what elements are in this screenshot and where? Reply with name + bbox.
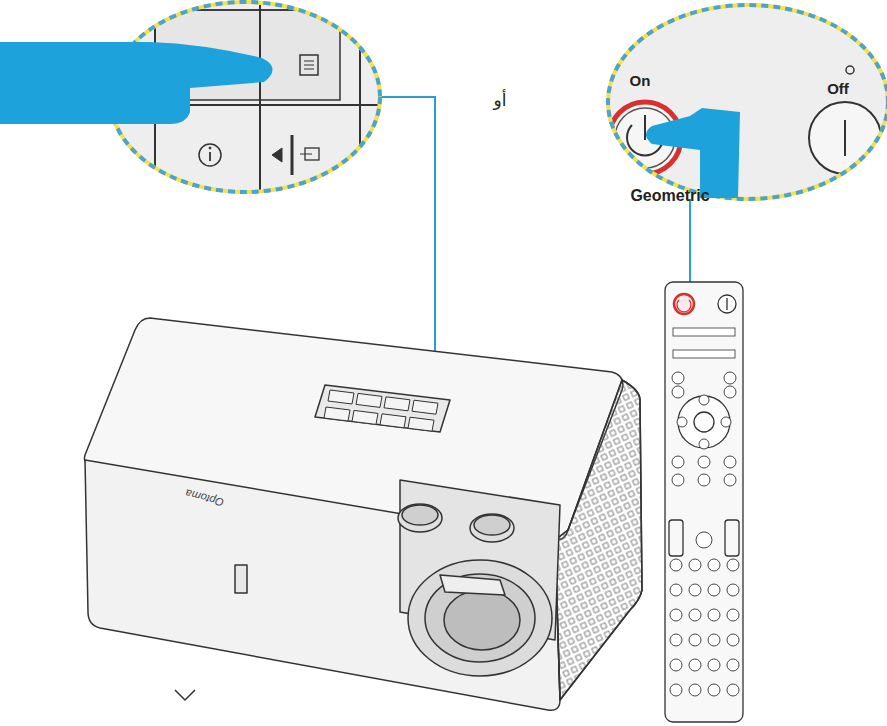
volume-rocker	[725, 520, 739, 556]
remote-button	[689, 584, 701, 596]
remote-button	[708, 634, 720, 646]
remote-button	[670, 684, 682, 696]
key	[408, 417, 434, 431]
remote-button	[698, 456, 710, 468]
key	[356, 393, 382, 407]
remote-button	[689, 559, 701, 571]
remote-button	[727, 559, 739, 571]
remote-button	[724, 386, 736, 398]
remote-button	[698, 474, 710, 486]
remote-zoom	[608, 5, 887, 215]
volume-rocker	[669, 520, 683, 556]
remote-button	[670, 659, 682, 671]
button-label: Geometric	[630, 187, 709, 205]
remote-button	[670, 634, 682, 646]
leader-line	[689, 199, 691, 282]
remote-button	[724, 474, 736, 486]
remote-button	[670, 559, 682, 571]
key	[324, 407, 350, 421]
or-label: أو	[494, 90, 507, 110]
remote-button	[696, 532, 712, 548]
button-label: Off	[827, 80, 849, 97]
remote-control	[665, 282, 743, 722]
keypad-zoom	[0, 2, 380, 195]
key	[412, 400, 438, 414]
remote-button	[672, 372, 684, 384]
remote-button	[689, 609, 701, 621]
remote-button	[672, 474, 684, 486]
remote-button	[689, 659, 701, 671]
remote-button	[672, 386, 684, 398]
remote-button	[708, 584, 720, 596]
projector	[84, 318, 642, 710]
remote-button	[708, 609, 720, 621]
remote-button	[727, 659, 739, 671]
key	[352, 410, 378, 424]
remote-button	[670, 609, 682, 621]
remote-button	[708, 559, 720, 571]
key	[384, 397, 410, 411]
remote-button	[724, 456, 736, 468]
remote-button	[724, 372, 736, 384]
remote-button	[689, 634, 701, 646]
remote-button	[721, 417, 731, 427]
remote-button	[677, 417, 687, 427]
key	[380, 414, 406, 428]
remote-button	[708, 684, 720, 696]
remote-button	[708, 659, 720, 671]
remote-button	[727, 684, 739, 696]
remote-button	[699, 395, 709, 405]
button-label: On	[630, 72, 651, 89]
remote-button	[727, 584, 739, 596]
remote-button	[727, 634, 739, 646]
remote-button	[699, 439, 709, 449]
key	[328, 390, 354, 404]
remote-button	[727, 609, 739, 621]
remote-button	[670, 584, 682, 596]
remote-button	[689, 684, 701, 696]
remote-button	[672, 456, 684, 468]
